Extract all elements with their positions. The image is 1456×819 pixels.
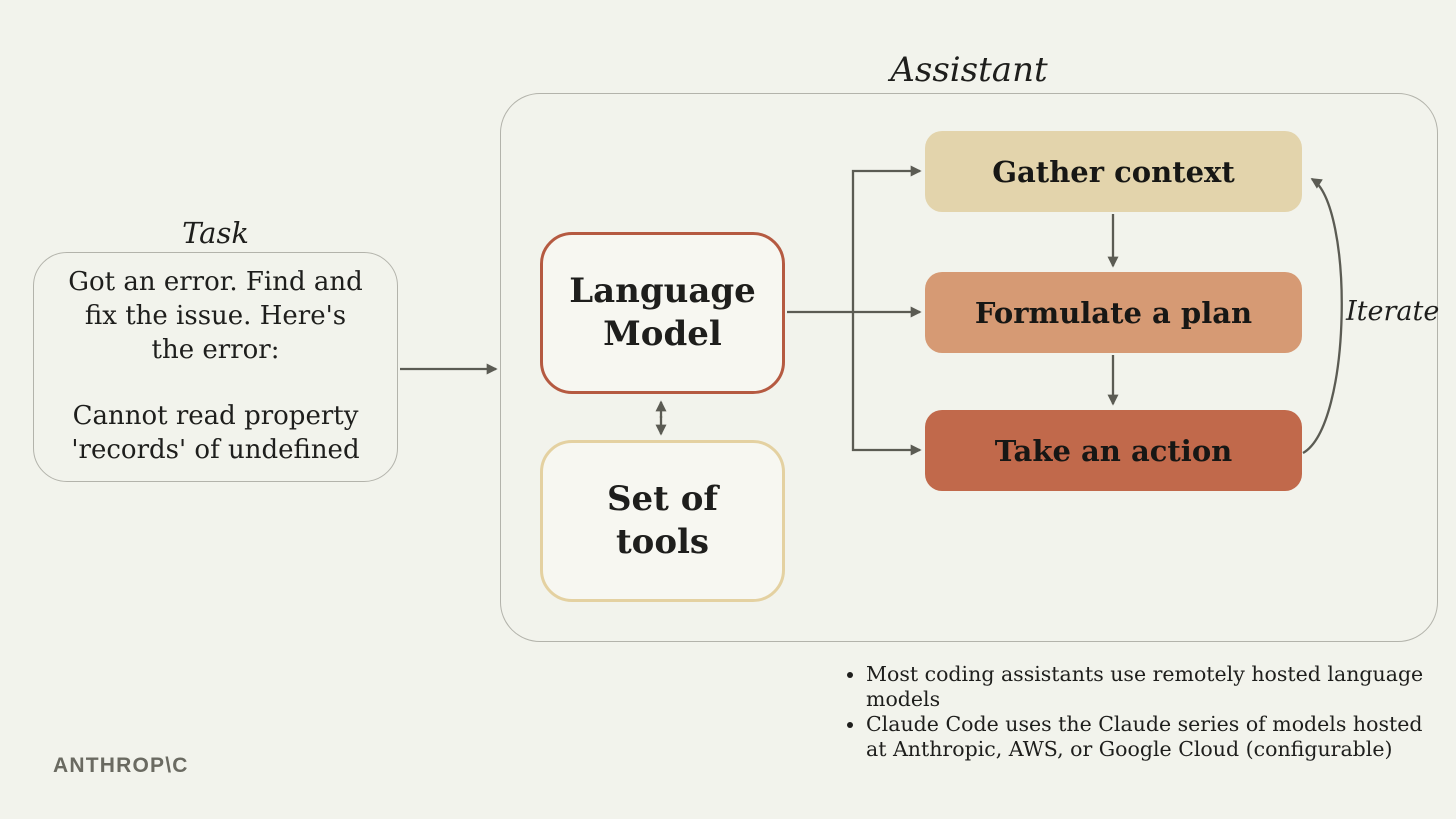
gather-context-box: Gather context [925, 131, 1302, 212]
task-paragraph-1: Got an error. Find and fix the issue. He… [68, 267, 363, 365]
formulate-plan-label: Formulate a plan [974, 295, 1253, 330]
formulate-plan-box: Formulate a plan [925, 272, 1302, 353]
assistant-title: Assistant [890, 50, 1048, 90]
notes-list: Most coding assistants use remotely host… [842, 662, 1426, 762]
iterate-label: Iterate [1346, 296, 1440, 327]
note-bullet-1: Most coding assistants use remotely host… [866, 662, 1426, 712]
set-of-tools-box: Set of tools [540, 440, 785, 602]
set-of-tools-label: Set of tools [606, 479, 719, 562]
language-model-label: Language Model [569, 271, 756, 354]
note-bullet-2: Claude Code uses the Claude series of mo… [866, 712, 1426, 762]
task-box: Got an error. Find and fix the issue. He… [33, 252, 398, 482]
take-action-label: Take an action [994, 433, 1233, 468]
language-model-box: Language Model [540, 232, 785, 394]
task-paragraph-2: Cannot read property 'records' of undefi… [71, 401, 360, 466]
gather-context-label: Gather context [992, 154, 1235, 189]
anthropic-logo: ANTHROP\C [53, 754, 189, 777]
task-title: Task [182, 216, 249, 250]
assistant-container [500, 93, 1438, 642]
take-action-box: Take an action [925, 410, 1302, 491]
